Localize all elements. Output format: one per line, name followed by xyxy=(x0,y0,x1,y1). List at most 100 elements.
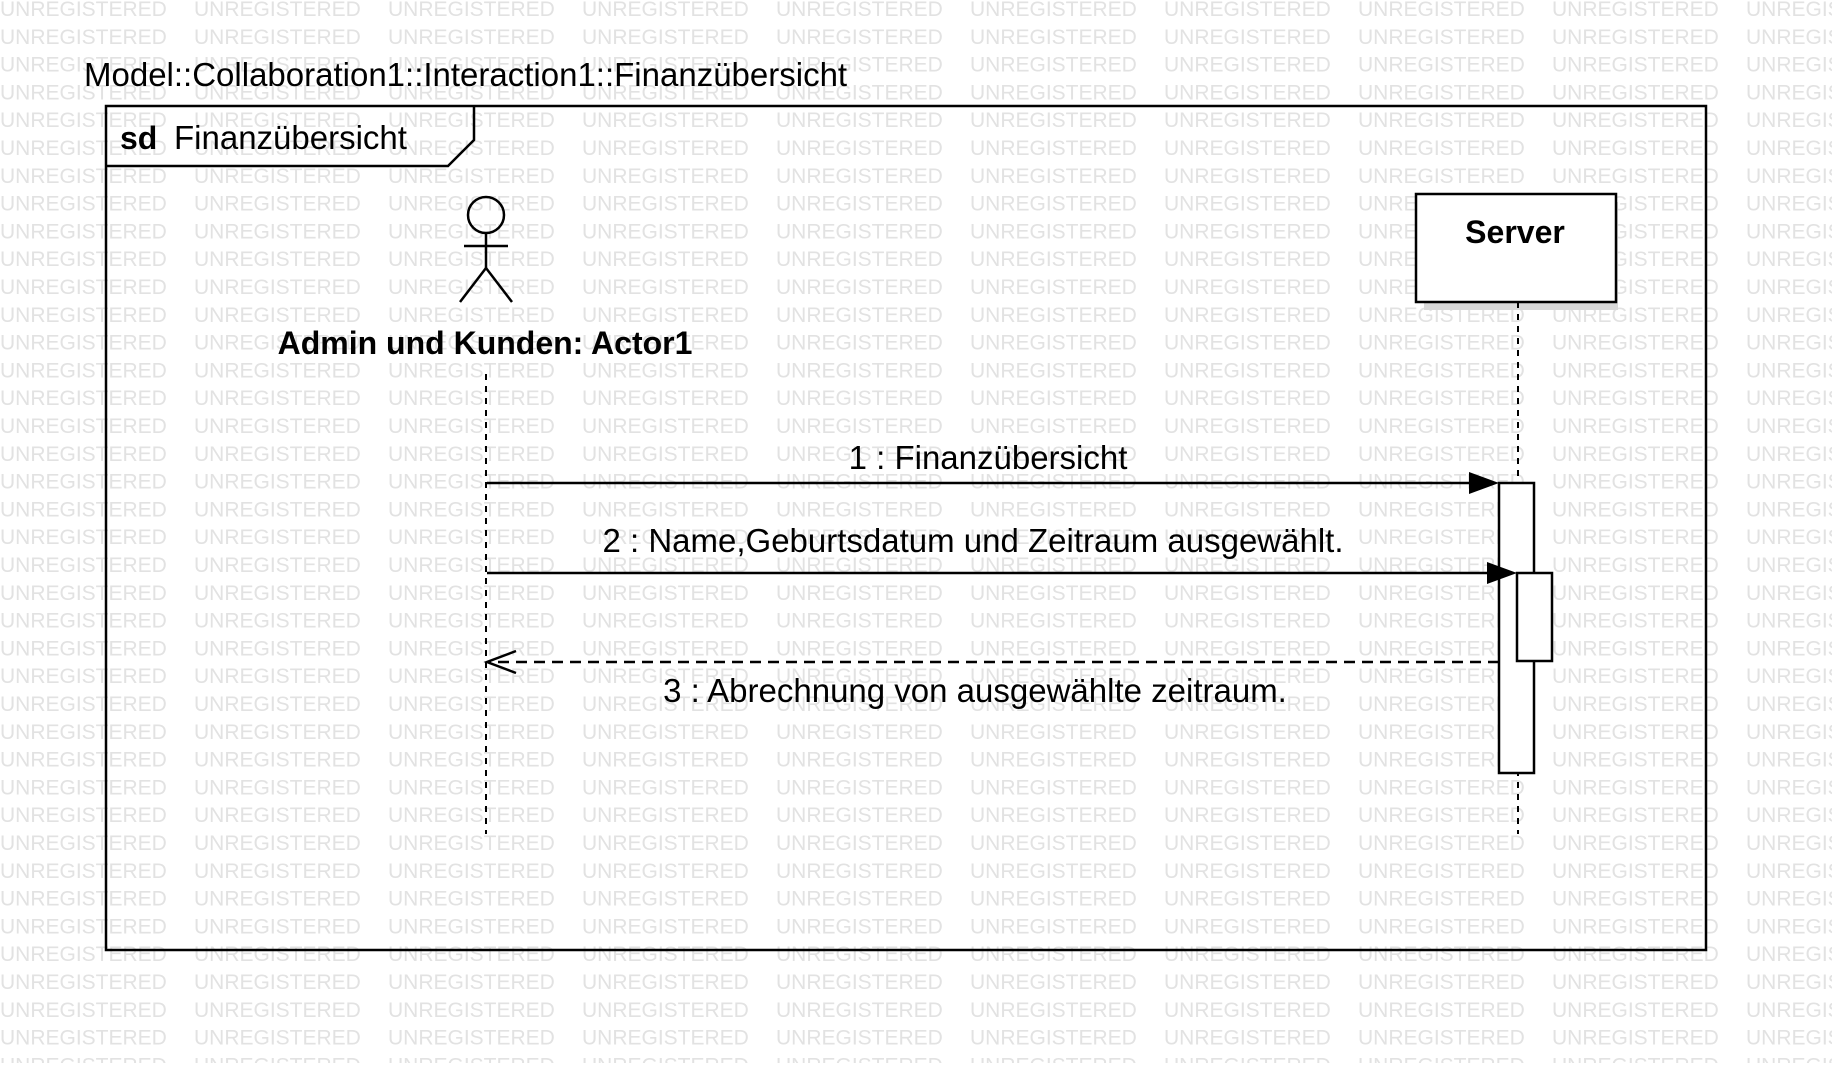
watermark-text: UNREGISTERED xyxy=(194,915,361,938)
watermark-text: UNREGISTERED xyxy=(582,832,749,855)
watermark-text: UNREGISTERED xyxy=(0,137,167,160)
message-1-arrowhead-icon xyxy=(1469,472,1499,494)
watermark-text: UNREGISTERED xyxy=(970,165,1137,188)
watermark-text: UNREGISTERED xyxy=(1746,81,1832,104)
watermark-text: UNREGISTERED xyxy=(776,415,943,438)
watermark-text: UNREGISTERED xyxy=(1164,915,1331,938)
watermark-text: UNREGISTERED xyxy=(1552,610,1719,633)
watermark-text: UNREGISTERED xyxy=(1552,999,1719,1022)
watermark-text: UNREGISTERED xyxy=(1164,776,1331,799)
watermark-text: UNREGISTERED xyxy=(194,610,361,633)
watermark-text: UNREGISTERED xyxy=(388,248,555,271)
server-box xyxy=(1414,192,1618,304)
watermark-text: UNREGISTERED xyxy=(1746,776,1832,799)
watermark-text: UNREGISTERED xyxy=(1358,776,1525,799)
watermark-text: UNREGISTERED xyxy=(970,443,1137,466)
watermark-text: UNREGISTERED xyxy=(194,109,361,132)
watermark-text: UNREGISTERED xyxy=(1552,554,1719,577)
watermark-text: UNREGISTERED xyxy=(1746,637,1832,660)
watermark-text: UNREGISTERED xyxy=(776,610,943,633)
watermark-text: UNREGISTERED xyxy=(1358,554,1525,577)
watermark-text: UNREGISTERED xyxy=(776,387,943,410)
watermark-text: UNREGISTERED xyxy=(1746,220,1832,243)
watermark-text: UNREGISTERED xyxy=(970,1027,1137,1050)
watermark-text: UNREGISTERED xyxy=(970,804,1137,827)
watermark-text: UNREGISTERED xyxy=(194,804,361,827)
watermark-text: UNREGISTERED xyxy=(970,248,1137,271)
message-2[interactable]: 2 : Name,Geburtsdatum und Zeitraum ausge… xyxy=(487,522,1517,584)
watermark-text: UNREGISTERED xyxy=(1746,832,1832,855)
watermark-text: UNREGISTERED xyxy=(776,693,943,716)
watermark-text: UNREGISTERED xyxy=(776,582,943,605)
watermark-text: UNREGISTERED xyxy=(1358,498,1525,521)
watermark-text: UNREGISTERED xyxy=(1358,888,1525,911)
watermark-text: UNREGISTERED xyxy=(582,193,749,216)
watermark-text: UNREGISTERED xyxy=(194,943,361,966)
watermark-text: UNREGISTERED xyxy=(0,693,167,716)
watermark-text: UNREGISTERED xyxy=(1552,776,1719,799)
watermark-text: UNREGISTERED xyxy=(194,665,361,688)
watermark-text: UNREGISTERED xyxy=(1164,971,1331,994)
watermark-text: UNREGISTERED xyxy=(388,332,555,355)
watermark-text: UNREGISTERED xyxy=(388,1027,555,1050)
watermark-text: UNREGISTERED xyxy=(388,137,555,160)
watermark-text: UNREGISTERED xyxy=(1164,443,1331,466)
watermark-text: UNREGISTERED xyxy=(970,26,1137,49)
watermark-text: UNREGISTERED xyxy=(0,387,167,410)
watermark-text: UNREGISTERED xyxy=(970,498,1137,521)
watermark-text: UNREGISTERED xyxy=(1552,415,1719,438)
watermark-text: UNREGISTERED xyxy=(582,498,749,521)
watermark-text: UNREGISTERED xyxy=(0,359,167,382)
watermark-text: UNREGISTERED xyxy=(1358,999,1525,1022)
watermark-text: UNREGISTERED xyxy=(970,220,1137,243)
watermark-text: UNREGISTERED xyxy=(194,971,361,994)
watermark-text: UNREGISTERED xyxy=(970,193,1137,216)
watermark-text: UNREGISTERED xyxy=(194,0,361,21)
lifeline-actor[interactable]: Admin und Kunden: Actor1 xyxy=(278,195,693,834)
watermark-text: UNREGISTERED xyxy=(1164,721,1331,744)
watermark-text: UNREGISTERED xyxy=(776,804,943,827)
watermark-text: UNREGISTERED xyxy=(388,0,555,21)
watermark-text: UNREGISTERED xyxy=(1358,971,1525,994)
message-1[interactable]: 1 : Finanzübersicht xyxy=(487,439,1499,494)
watermark-text: UNREGISTERED xyxy=(194,332,361,355)
watermark-text: UNREGISTERED xyxy=(776,443,943,466)
lifeline-server[interactable]: Server xyxy=(1414,192,1618,834)
watermark-text: UNREGISTERED xyxy=(970,637,1137,660)
watermark-text: UNREGISTERED xyxy=(1552,582,1719,605)
watermark-text: UNREGISTERED xyxy=(970,665,1137,688)
watermark-text: UNREGISTERED xyxy=(194,637,361,660)
watermark-text: UNREGISTERED xyxy=(1552,749,1719,772)
watermark-text: UNREGISTERED xyxy=(388,637,555,660)
server-nested-activation-bar[interactable] xyxy=(1515,571,1554,663)
watermark-text: UNREGISTERED xyxy=(1746,1054,1832,1063)
watermark-text: UNREGISTERED xyxy=(776,165,943,188)
watermark-text: UNREGISTERED xyxy=(1358,526,1525,549)
watermark-text: UNREGISTERED xyxy=(970,721,1137,744)
watermark-text: UNREGISTERED xyxy=(970,610,1137,633)
watermark-text: UNREGISTERED xyxy=(1164,526,1331,549)
watermark-text: UNREGISTERED xyxy=(1164,26,1331,49)
watermark-text: UNREGISTERED xyxy=(0,220,167,243)
watermark-text: UNREGISTERED xyxy=(1746,304,1832,327)
watermark-text: UNREGISTERED xyxy=(582,81,749,104)
frame-label-tab xyxy=(106,106,476,168)
watermark-text: UNREGISTERED xyxy=(582,915,749,938)
watermark-text: UNREGISTERED xyxy=(582,332,749,355)
watermark-text: UNREGISTERED xyxy=(970,109,1137,132)
watermark-text: UNREGISTERED xyxy=(388,1054,555,1063)
watermark-text: UNREGISTERED xyxy=(194,415,361,438)
watermark-text: UNREGISTERED xyxy=(1358,165,1525,188)
watermark-text: UNREGISTERED xyxy=(776,81,943,104)
message-3[interactable]: 3 : Abrechnung von ausgewählte zeitraum. xyxy=(483,649,1499,709)
watermark-text: UNREGISTERED xyxy=(0,749,167,772)
watermark-text: UNREGISTERED xyxy=(388,359,555,382)
watermark-text: UNREGISTERED xyxy=(970,749,1137,772)
watermark-text: UNREGISTERED xyxy=(1552,943,1719,966)
watermark-text: UNREGISTERED xyxy=(582,971,749,994)
watermark-text: UNREGISTERED xyxy=(776,665,943,688)
watermark-text: UNREGISTERED xyxy=(388,804,555,827)
interaction-frame[interactable] xyxy=(104,104,1708,952)
watermark-text: UNREGISTERED xyxy=(1746,526,1832,549)
watermark-text: UNREGISTERED xyxy=(1164,81,1331,104)
